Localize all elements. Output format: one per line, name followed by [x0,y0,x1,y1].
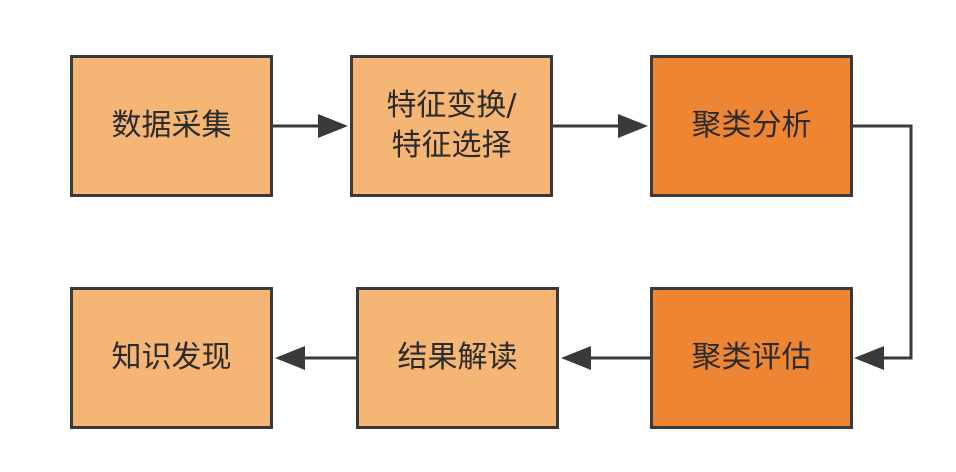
arrowhead-interp-to-knowledge [275,346,305,370]
arrowhead-collect-to-feature [318,114,348,138]
node-data-collection: 数据采集 [70,55,273,197]
arrowhead-cluster-to-eval [854,346,884,370]
arrowhead-eval-to-interp [561,346,591,370]
arrow-cluster-to-eval [853,124,913,360]
node-result-interpretation: 结果解读 [356,287,559,429]
node-knowledge-discovery: 知识发现 [70,287,273,429]
node-feature-transform-selection: 特征变换/ 特征选择 [350,55,553,197]
arrowhead-feature-to-cluster [618,114,648,138]
node-result-interpretation-label: 结果解读 [397,340,518,375]
node-cluster-evaluation-label: 聚类评估 [691,340,812,375]
node-cluster-evaluation: 聚类评估 [650,287,853,429]
node-knowledge-discovery-label: 知识发现 [111,340,232,375]
node-data-collection-label: 数据采集 [111,108,232,143]
node-feature-label: 特征变换/ 特征选择 [386,88,517,163]
node-cluster-analysis-label: 聚类分析 [691,108,812,143]
node-cluster-analysis: 聚类分析 [650,55,853,197]
